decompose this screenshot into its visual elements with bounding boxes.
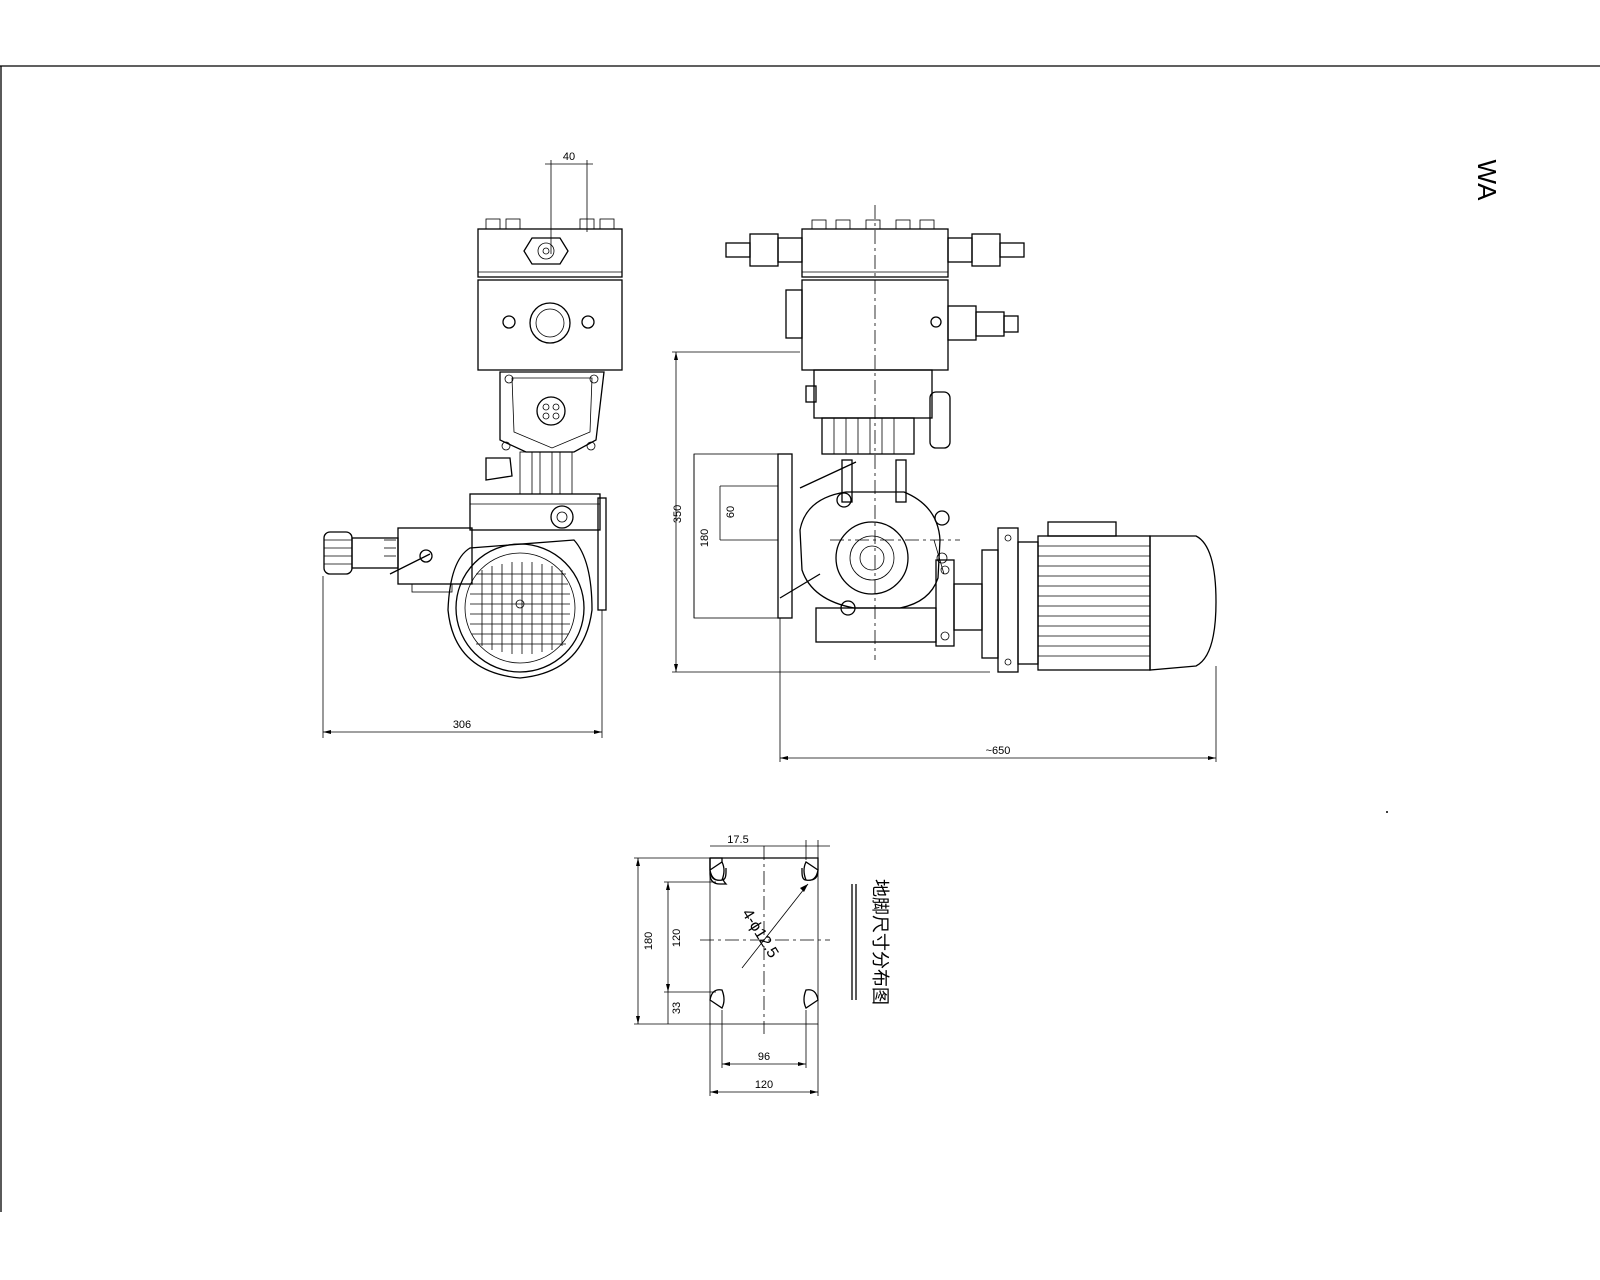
sheet-border — [0, 65, 1600, 1212]
dim-overall-width: 306 — [453, 719, 471, 731]
dim-center-offset: 60 — [725, 506, 737, 518]
side-stroke-knob — [323, 527, 473, 593]
dim-hole-pitch-vertical: 120 — [671, 929, 683, 947]
front-gearbox — [805, 369, 951, 503]
front-dimension-60: 60 — [719, 486, 737, 540]
dim-slot-offset: 17.5 — [727, 834, 748, 846]
front-dimension-650: ~650 — [779, 618, 1217, 762]
front-top-bolts — [811, 219, 935, 230]
footprint-dimension-120h: 120 — [709, 1024, 819, 1096]
dim-hole-pitch-horizontal: 96 — [758, 1051, 770, 1063]
side-pump-head-upper — [477, 228, 623, 278]
dim-plate-width: 120 — [755, 1079, 773, 1091]
dim-mount-height: 180 — [699, 529, 711, 547]
front-view: 350 180 60 ~650 — [672, 205, 1217, 762]
side-gearbox — [499, 371, 605, 453]
side-top-bolts — [485, 218, 615, 230]
side-view: 40 306 — [322, 151, 623, 738]
side-motor-fancover — [447, 539, 593, 679]
footprint-dimension-33: 33 — [667, 992, 683, 1024]
footprint-dimension-17-5: 17.5 — [710, 834, 830, 860]
dim-plate-height: 180 — [643, 932, 655, 950]
side-fan-grille — [470, 562, 570, 654]
footprint-dimension-96: 96 — [721, 1010, 807, 1068]
front-right-fitting — [947, 233, 1025, 267]
front-dimension-180: 180 — [693, 454, 711, 618]
footprint-dimension-180: 180 — [634, 857, 710, 1025]
dim-top-width: 40 — [563, 151, 575, 163]
footprint-dimension-120v: 120 — [664, 881, 716, 993]
side-dimension-306: 306 — [322, 576, 603, 738]
side-dimension-40: 40 — [545, 151, 593, 254]
footprint-diagram: 4-ϕ12.5 17.5 180 120 33 — [634, 834, 890, 1096]
side-drive-housing — [469, 493, 607, 611]
side-pump-head-lower — [477, 279, 623, 371]
front-dimension-350: 350 — [672, 351, 990, 673]
front-coupling — [935, 549, 999, 659]
front-crank-housing — [779, 461, 960, 643]
footprint-caption: 地脚尺寸分布图 — [870, 879, 890, 1005]
side-rods — [485, 451, 573, 495]
front-side-nut — [785, 289, 1019, 341]
dim-edge-offset: 33 — [671, 1002, 683, 1014]
front-motor-fins — [1038, 545, 1150, 657]
dim-overall-length: ~650 — [986, 745, 1011, 757]
footprint-hole-spec: 4-ϕ12.5 — [738, 906, 781, 961]
dim-overall-height: 350 — [672, 505, 684, 523]
side-inlet-fitting — [523, 237, 569, 265]
sheet-dot — [1386, 811, 1388, 813]
front-left-fitting — [725, 233, 803, 267]
front-motor — [997, 521, 1217, 673]
title-tag: WA — [1472, 160, 1502, 202]
